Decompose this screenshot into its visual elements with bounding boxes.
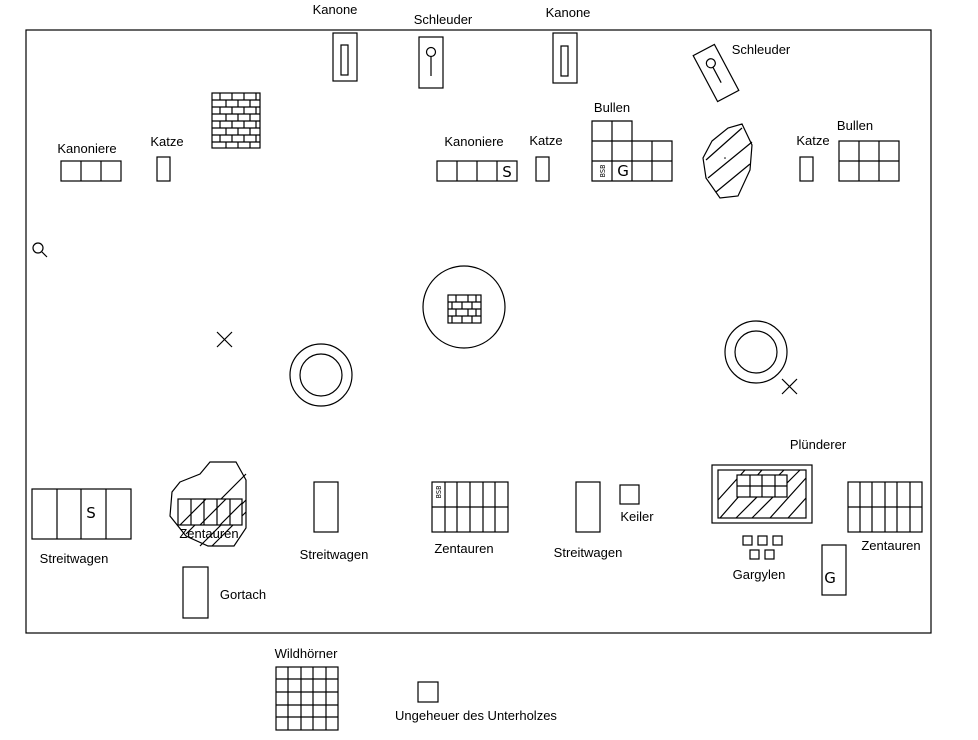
unit-pluenderer[interactable] — [711, 464, 813, 524]
label-ungeheuer: Ungeheuer des Unterholzes — [395, 708, 557, 723]
label-gargylen: Gargylen — [733, 567, 786, 582]
mark-g-1: G — [617, 162, 629, 180]
unit-streitwagen-1[interactable] — [31, 488, 132, 540]
label-streitwagen-2: Streitwagen — [300, 547, 369, 562]
label-zentauren-3: Zentauren — [861, 538, 920, 553]
label-bullen-1: Bullen — [594, 100, 630, 115]
unit-katze-3[interactable] — [799, 156, 814, 182]
unit-schleuder-1[interactable] — [418, 36, 444, 89]
label-bullen-2: Bullen — [837, 118, 873, 133]
mark-bsb-2: BSB — [435, 486, 443, 499]
label-katze-1: Katze — [150, 134, 183, 149]
label-katze-2: Katze — [529, 133, 562, 148]
unit-ungeheuer[interactable] — [417, 681, 439, 703]
unit-g-tall[interactable] — [821, 544, 847, 596]
unit-katze-1[interactable] — [156, 156, 171, 182]
rock-terrain-top — [702, 123, 753, 199]
label-kanone-1: Kanone — [313, 2, 358, 17]
unit-streitwagen-2[interactable] — [313, 481, 339, 533]
objective-x-marker-2 — [781, 378, 798, 395]
center-tower-circle — [422, 265, 506, 349]
unit-wildhoerner[interactable] — [275, 666, 339, 731]
mark-bsb-1: BSB — [599, 165, 607, 178]
label-wildhoerner: Wildhörner — [275, 646, 339, 661]
label-streitwagen-3: Streitwagen — [554, 545, 623, 560]
unit-gortach[interactable] — [182, 566, 209, 619]
unit-keiler[interactable] — [619, 484, 640, 505]
magnifier-icon[interactable] — [32, 242, 48, 258]
label-pluenderer: Plünderer — [790, 437, 847, 452]
unit-katze-2[interactable] — [535, 156, 550, 182]
unit-bullen-1[interactable] — [591, 120, 673, 182]
label-schleuder-2: Schleuder — [732, 42, 791, 57]
brick-wall-icon — [211, 92, 261, 149]
unit-kanoniere-2[interactable] — [436, 160, 518, 182]
unit-bullen-2[interactable] — [838, 140, 900, 182]
label-zentauren-1: Zentauren — [179, 526, 238, 541]
well-circle-right — [724, 320, 788, 384]
unit-kanone-1[interactable] — [332, 32, 358, 82]
unit-streitwagen-3[interactable] — [575, 481, 601, 533]
label-zentauren-2: Zentauren — [434, 541, 493, 556]
unit-kanone-2[interactable] — [552, 32, 578, 84]
unit-zentauren-2[interactable] — [431, 481, 509, 533]
label-keiler: Keiler — [620, 509, 654, 524]
mark-g-2: G — [824, 569, 836, 587]
unit-gargylen[interactable] — [742, 535, 783, 560]
label-kanoniere-1: Kanoniere — [57, 141, 116, 156]
label-schleuder-1: Schleuder — [414, 12, 473, 27]
unit-schleuder-2[interactable] — [692, 43, 740, 103]
label-kanoniere-2: Kanoniere — [444, 134, 503, 149]
mark-s-2: S — [86, 504, 96, 522]
well-circle-left — [289, 343, 353, 407]
unit-zentauren-3[interactable] — [847, 481, 923, 533]
label-gortach: Gortach — [220, 587, 266, 602]
label-kanone-2: Kanone — [546, 5, 591, 20]
mark-s-1: S — [502, 163, 512, 181]
label-streitwagen-1: Streitwagen — [40, 551, 109, 566]
objective-x-marker — [216, 331, 233, 348]
battlefield-border — [25, 29, 932, 634]
unit-kanoniere-1[interactable] — [60, 160, 122, 182]
unit-zentauren-1[interactable] — [177, 498, 243, 526]
label-katze-3: Katze — [796, 133, 829, 148]
